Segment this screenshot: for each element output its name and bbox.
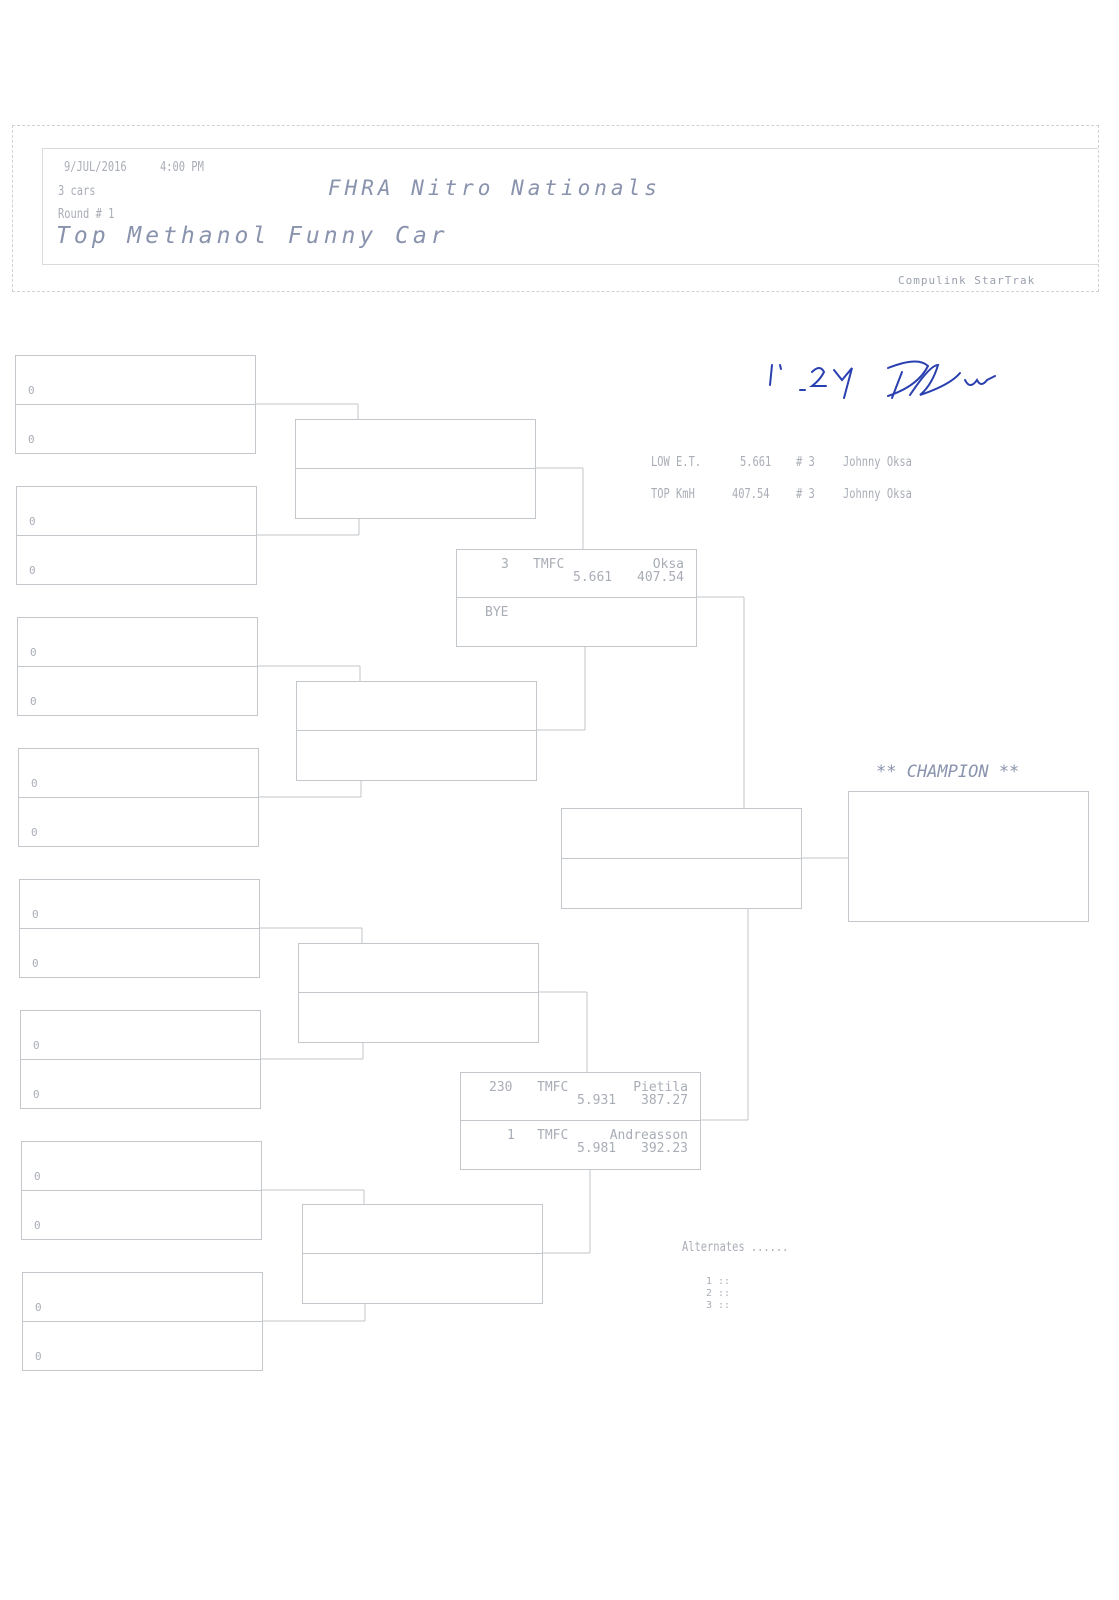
bye-label: BYE <box>485 605 509 620</box>
round1-slot: 0 <box>16 405 255 454</box>
entry-number: 1 <box>507 1128 515 1143</box>
entry-et: 5.981 <box>577 1141 617 1156</box>
header-inner-frame <box>42 148 1098 265</box>
semi-entry-bye: BYE <box>457 598 696 646</box>
entry-speed: 392.23 <box>641 1141 688 1156</box>
event-title: FHRA Nitro Nationals <box>328 176 661 200</box>
round1-pair-box: 0 0 <box>21 1141 262 1240</box>
entry-driver: Andreasson <box>609 1128 688 1143</box>
slot-value: 0 <box>34 1170 41 1183</box>
round1-slot: 0 <box>21 1011 260 1060</box>
slot-value: 0 <box>35 1349 42 1363</box>
top-speed-value: 407.54 <box>732 487 770 502</box>
slot-value: 0 <box>29 563 36 577</box>
round1-slot: 0 <box>19 749 258 798</box>
slot-value: 0 <box>28 384 35 397</box>
round1-slot: 0 <box>18 618 257 667</box>
semi-entry: 230 TMFC Pietila 5.931 387.27 <box>461 1073 700 1121</box>
alternate-item: 2 :: <box>706 1288 731 1299</box>
slot-value: 0 <box>33 1087 40 1101</box>
alternate-item: 3 :: <box>706 1300 731 1311</box>
low-et-value: 5.661 <box>740 455 772 470</box>
semi-box-top: 3 TMFC Oksa 5.661 407.54 BYE <box>456 549 697 647</box>
round1-pair-box: 0 0 <box>16 486 257 585</box>
top-speed-num: # 3 <box>796 487 815 502</box>
round1-slot: 0 <box>23 1273 262 1322</box>
round1-slot: 0 <box>22 1191 261 1240</box>
round1-slot: 0 <box>20 929 259 978</box>
round1-slot: 0 <box>20 880 259 929</box>
semi-entry: 3 TMFC Oksa 5.661 407.54 <box>457 550 696 598</box>
slot-value: 0 <box>33 1039 40 1052</box>
champion-box <box>848 791 1089 922</box>
header-date: 9/JUL/2016 <box>64 160 127 175</box>
slot-value: 0 <box>34 1218 41 1232</box>
round2-box <box>296 681 537 781</box>
alternates-label: Alternates ...... <box>682 1240 789 1255</box>
top-speed-label: TOP KmH <box>651 487 695 502</box>
slot-value: 0 <box>32 908 39 921</box>
champion-label: ** CHAMPION ** <box>876 762 1020 782</box>
slot-value: 0 <box>29 515 36 528</box>
entry-speed: 387.27 <box>641 1093 688 1108</box>
entry-driver: Oksa <box>652 557 684 572</box>
entry-class: TMFC <box>533 557 565 572</box>
semi-entry: 1 TMFC Andreasson 5.981 392.23 <box>461 1121 700 1169</box>
top-speed-driver: Johnny Oksa <box>843 487 912 502</box>
round1-slot: 0 <box>18 667 257 716</box>
round1-slot: 0 <box>21 1060 260 1109</box>
slot-value: 0 <box>31 825 38 839</box>
round2-box <box>295 419 536 519</box>
entry-et: 5.931 <box>577 1093 617 1108</box>
slot-value: 0 <box>35 1301 42 1314</box>
round1-pair-box: 0 0 <box>22 1272 263 1371</box>
round1-pair-box: 0 0 <box>17 617 258 716</box>
class-title: Top Methanol Funny Car <box>56 223 449 249</box>
semi-box-bottom: 230 TMFC Pietila 5.931 387.27 1 TMFC And… <box>460 1072 701 1170</box>
slot-value: 0 <box>28 432 35 446</box>
slot-value: 0 <box>30 694 37 708</box>
round1-slot: 0 <box>23 1322 262 1371</box>
header-cars: 3 cars <box>58 184 96 199</box>
round1-slot: 0 <box>17 536 256 585</box>
final-box <box>561 808 802 909</box>
round1-pair-box: 0 0 <box>15 355 256 454</box>
alternates-list: 1 :: 2 :: 3 :: <box>706 1276 730 1312</box>
entry-driver: Pietila <box>633 1080 688 1095</box>
slot-value: 0 <box>31 777 38 790</box>
handwritten-signature <box>769 360 996 399</box>
round1-pair-box: 0 0 <box>20 1010 261 1109</box>
entry-number: 3 <box>501 557 509 572</box>
software-credit: Compulink StarTrak <box>898 274 1036 287</box>
header-time: 4:00 PM <box>160 160 204 175</box>
entry-number: 230 <box>489 1080 513 1095</box>
low-et-label: LOW E.T. <box>651 455 702 470</box>
round1-slot: 0 <box>22 1142 261 1191</box>
round1-pair-box: 0 0 <box>18 748 259 847</box>
round2-box <box>302 1204 543 1304</box>
low-et-num: # 3 <box>796 455 815 470</box>
round1-slot: 0 <box>17 487 256 536</box>
round2-box <box>298 943 539 1043</box>
slot-value: 0 <box>30 646 37 659</box>
header-round: Round # 1 <box>58 207 115 222</box>
entry-class: TMFC <box>537 1080 569 1095</box>
round1-slot: 0 <box>16 356 255 405</box>
alternate-item: 1 :: <box>706 1276 731 1287</box>
slot-value: 0 <box>32 956 39 970</box>
entry-et: 5.661 <box>573 570 613 585</box>
entry-speed: 407.54 <box>637 570 684 585</box>
round1-pair-box: 0 0 <box>19 879 260 978</box>
low-et-driver: Johnny Oksa <box>843 455 912 470</box>
entry-class: TMFC <box>537 1128 569 1143</box>
header-outer-frame <box>12 125 1099 292</box>
round1-slot: 0 <box>19 798 258 847</box>
